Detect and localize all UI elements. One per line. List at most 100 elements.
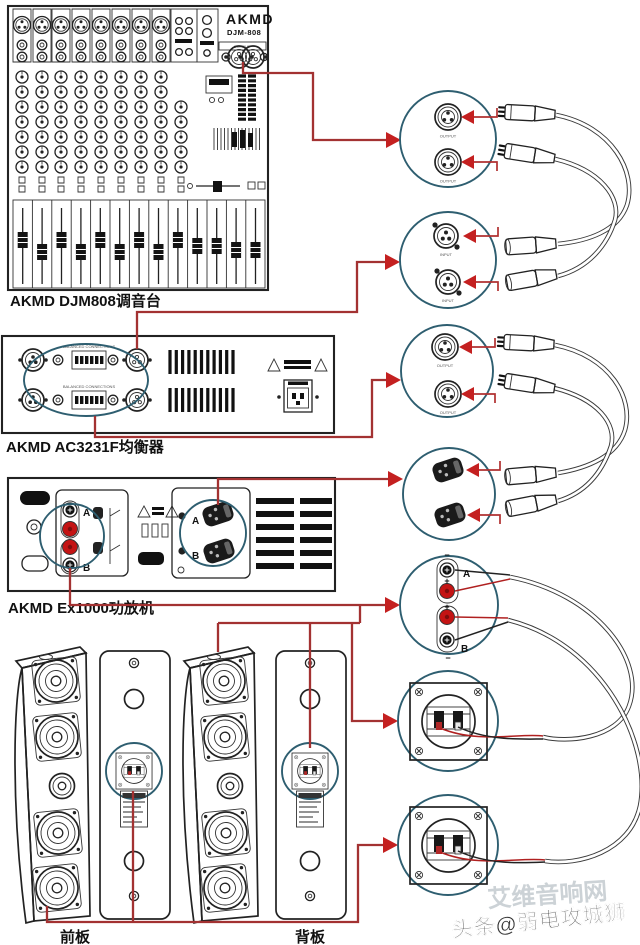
amp-handle xyxy=(20,491,50,505)
eq-row-2: BALANCED CONNECTIONS xyxy=(17,384,153,412)
speaker-cable-b xyxy=(507,617,640,865)
callout-speaker-terminal-1-content xyxy=(410,683,544,760)
xlr-male-plug-icon xyxy=(495,333,555,353)
eq-jack-icon xyxy=(52,354,64,366)
led-meter xyxy=(238,74,256,121)
mixer-xlr-icon xyxy=(51,15,71,35)
fader-icon xyxy=(172,231,184,249)
eq-row-1: BALANCED CONNECTIONS xyxy=(17,344,153,372)
power-inlet-icon xyxy=(277,379,319,413)
arrow-icon xyxy=(385,254,400,270)
callout-amp-terminals xyxy=(399,555,499,655)
speaker-back-label: 背板 xyxy=(295,928,326,945)
port-hole-icon xyxy=(299,850,321,872)
mixer-xlr-icon xyxy=(32,15,52,35)
speaker-driver-icon xyxy=(31,711,83,763)
fader-icon xyxy=(191,237,203,255)
arrow-icon xyxy=(383,837,398,853)
mixer-caption: AKMD DJM808调音台 xyxy=(10,292,161,310)
amp-input-a-label: A xyxy=(192,516,199,527)
terminal-plate-icon xyxy=(292,753,328,789)
eq-jack-icon xyxy=(107,354,119,366)
xlr-female-plug-icon xyxy=(503,234,558,256)
mixer-xlr-icon xyxy=(71,15,91,35)
line-speaker-feed xyxy=(216,605,383,748)
fader-icon xyxy=(36,243,48,261)
port-label: INPUT xyxy=(440,252,453,257)
mixer-model: DJM-808 xyxy=(227,28,261,37)
equalizer-panel: BALANCED CONNECTIONS BALANCED CONNECTION… xyxy=(0,334,336,456)
mixer-xlr-icon xyxy=(12,15,32,35)
xlr-female-plug-icon xyxy=(503,464,558,486)
speaker-front-2 xyxy=(182,646,259,925)
fader-icon xyxy=(94,231,106,249)
speaker-driver-icon xyxy=(200,807,252,859)
amp-vent-slots xyxy=(256,498,332,569)
amp-left-jack xyxy=(26,519,42,535)
speaker-front-1 xyxy=(14,646,91,925)
mixer-xlr-icon xyxy=(131,15,151,35)
minus-mark: − xyxy=(445,653,450,663)
amplifier-panel: A B A B AKMD Ex1000功放机 xyxy=(6,476,337,617)
mixer-xlr-icon xyxy=(91,15,111,35)
amp-input-module: A B xyxy=(171,487,251,579)
line-mixer-to-callout1 xyxy=(241,62,386,142)
eq-warning-label xyxy=(267,357,328,372)
connection-lines xyxy=(45,62,403,924)
eq-connector-highlight xyxy=(23,343,149,417)
fader-bank xyxy=(12,199,266,289)
arrow-icon xyxy=(388,471,403,487)
amp-input-b-label: B xyxy=(192,551,199,562)
xlr-cable-pair-1 xyxy=(554,112,632,279)
eq-jack-icon xyxy=(52,394,64,406)
port-hole-icon xyxy=(123,688,145,710)
callout-eq-inputs-content: INPUT INPUT xyxy=(431,221,559,303)
arrow-icon xyxy=(385,597,400,613)
plus-mark: + xyxy=(444,576,449,586)
speaker-driver-icon xyxy=(199,711,251,763)
callout-amp-inputs-content xyxy=(430,455,559,530)
xlr-male-plug-icon xyxy=(496,103,556,123)
amplifier-frame xyxy=(6,476,337,593)
line-amp-output-to-callout5 xyxy=(68,568,385,607)
amp-input-highlight xyxy=(179,499,247,567)
fader-icon xyxy=(56,231,67,249)
mixer-line-jacks xyxy=(16,39,167,63)
graphic-eq-cluster xyxy=(213,128,260,150)
mount-point-icon xyxy=(304,890,316,902)
port-label: OUTPUT xyxy=(437,363,454,368)
speaker-front-label: 前板 xyxy=(60,928,91,945)
amplifier-caption: AKMD Ex1000功放机 xyxy=(8,599,154,617)
speaker-cable-a xyxy=(509,574,635,742)
speaker-tweeter-icon xyxy=(216,772,244,800)
line-bottom-feed xyxy=(45,791,383,924)
channel-a-label: A xyxy=(463,569,470,580)
line-eq-input-to-callout2 xyxy=(135,260,385,349)
binding-post-icon xyxy=(62,539,78,555)
mixer-patch-section xyxy=(170,8,219,63)
port-label: INPUT xyxy=(442,298,455,303)
fader-icon xyxy=(75,243,87,261)
speaker-back-1 xyxy=(99,650,171,920)
fader-icon xyxy=(114,243,126,261)
line-amp-input-to-callout4 xyxy=(216,477,388,505)
amp-channel-b-label: B xyxy=(83,563,90,574)
arrow-icon xyxy=(386,132,401,148)
channel-buttons xyxy=(18,176,185,193)
fader-icon xyxy=(211,237,223,255)
callout-mixer-outputs-content: OUTPUT OUTPUT xyxy=(434,103,557,184)
fader-icon xyxy=(230,241,242,259)
speaker-driver-icon xyxy=(31,862,83,914)
fader-icon xyxy=(250,241,261,259)
equalizer-caption: AKMD AC3231F均衡器 xyxy=(6,438,165,456)
arrow-icon xyxy=(383,713,398,729)
mixer-xlr-icon xyxy=(151,15,171,35)
minus-mark: − xyxy=(444,550,449,560)
amp-channel-a-label: A xyxy=(83,508,90,519)
line-eq-output-to-callout3 xyxy=(93,378,386,439)
mixer-panel: AKMD DJM-808 OUTPUT AKMD D xyxy=(6,4,273,310)
mixer-knob-field xyxy=(15,70,188,174)
equalizer-frame xyxy=(0,334,336,435)
speaker-driver-icon xyxy=(32,807,84,859)
